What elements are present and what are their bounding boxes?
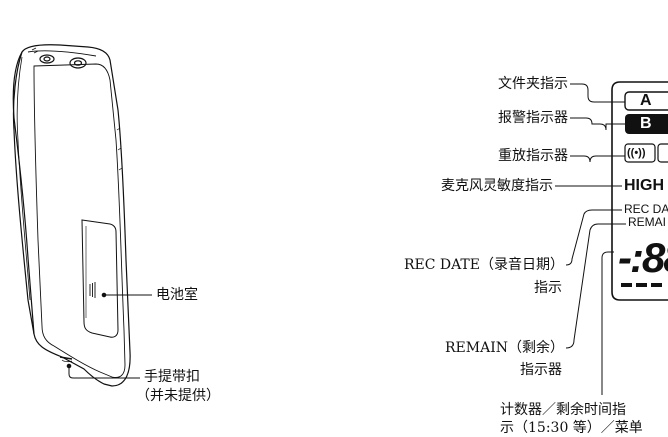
- rec-date-label-1: REC DATE（录音日期）: [403, 257, 564, 273]
- mic-sensitivity-label: 麦克风灵敏度指示: [441, 178, 553, 194]
- strap-hole-label-1: 手提带扣: [144, 369, 200, 385]
- remain-label-2: 指示器: [520, 362, 562, 378]
- strap-hole-label-2: （并未提供）: [136, 388, 220, 404]
- counter-label-2: 示（15:30 等）／菜单: [500, 420, 643, 436]
- lcd-high-indicator: HIGH: [624, 177, 664, 194]
- lcd-remain-indicator: REMAI: [628, 215, 667, 229]
- repeat-indicator-label: 重放指示器: [498, 148, 568, 164]
- rec-date-label-2: 指示: [534, 280, 562, 296]
- lcd-panel: [611, 81, 668, 301]
- left-leader-lines: [66, 292, 152, 379]
- lcd-folder-b: B: [640, 115, 652, 132]
- side-grip-marks: [116, 127, 123, 171]
- lcd-folder-a: A: [640, 92, 652, 109]
- lcd-counter-digits: -:88: [618, 234, 668, 281]
- right-leader-lines: [555, 83, 626, 395]
- alarm-indicator-label: 报警指示器: [498, 110, 568, 126]
- remain-label-1: REMAIN（剩余）: [445, 340, 564, 356]
- folder-indicator-label: 文件夹指示: [498, 76, 568, 92]
- lcd-repeat-icon: ((•)): [627, 147, 646, 159]
- recorder-device: [12, 44, 131, 387]
- counter-label-1: 计数器／剩余时间指: [500, 402, 626, 418]
- lcd-rec-date-indicator: REC DA: [624, 202, 668, 216]
- battery-compartment-label: 电池室: [156, 287, 198, 303]
